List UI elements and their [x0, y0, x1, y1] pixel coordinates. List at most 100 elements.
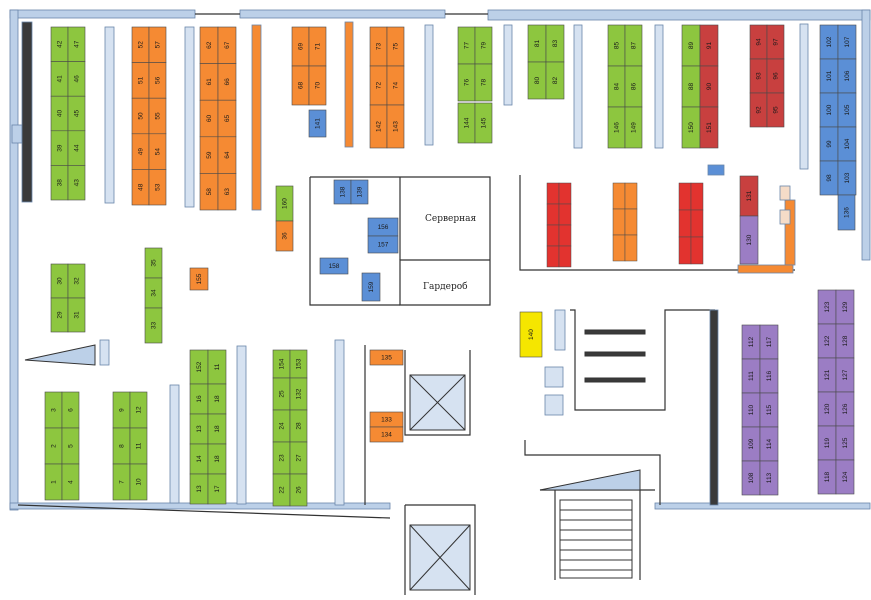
small-plot[interactable]: [690, 182, 704, 211]
plot-number: 46: [74, 75, 81, 83]
small-plot[interactable]: [612, 208, 626, 236]
small-plot[interactable]: [546, 182, 560, 205]
plot-number: 43: [74, 179, 81, 187]
plot-number: 125: [842, 437, 849, 448]
plot-number: 107: [844, 36, 851, 47]
stair-lines: [24, 329, 646, 591]
plot-10[interactable]: [129, 463, 148, 501]
plot-number: 153: [296, 358, 303, 369]
plot-number: 111: [748, 371, 755, 381]
plot-63[interactable]: [217, 173, 237, 211]
plot-number: 11: [136, 442, 143, 449]
plot-130[interactable]: [739, 215, 759, 265]
plot-number: 81: [534, 40, 541, 48]
room-label-wardrobe: Гардероб: [423, 281, 468, 292]
small-plot[interactable]: [678, 209, 692, 238]
plot-number: 149: [631, 122, 638, 133]
plot-26[interactable]: [289, 473, 308, 507]
plot-number: 74: [393, 82, 400, 90]
plot-number: 68: [298, 82, 305, 90]
plot-number: 91: [706, 42, 713, 50]
small-plot[interactable]: [678, 182, 692, 211]
plot-number: 27: [296, 454, 303, 462]
plot-number: 26: [296, 486, 303, 494]
plot-36[interactable]: [275, 220, 294, 252]
small-plot[interactable]: [546, 224, 560, 247]
plot-number: 10: [136, 478, 143, 486]
plot-157[interactable]: [367, 235, 399, 254]
plot-number: 56: [155, 76, 162, 84]
plot-number: 41: [57, 75, 64, 83]
plot-number: 76: [464, 79, 471, 87]
plot-number: 102: [826, 36, 833, 47]
plot-143[interactable]: [386, 104, 405, 149]
small-plot[interactable]: [624, 208, 638, 236]
plot-number: 34: [151, 289, 158, 297]
plot-124[interactable]: [835, 459, 855, 495]
plot-number: 69: [298, 43, 305, 51]
small-plots-layer: [546, 182, 704, 268]
plot-number: 30: [57, 277, 64, 285]
plot-159[interactable]: [361, 272, 381, 302]
plot-number: 2: [51, 444, 58, 448]
plot-number: 22: [279, 486, 286, 494]
small-plot[interactable]: [558, 245, 572, 268]
plot-number: 70: [315, 82, 322, 90]
plot-135[interactable]: [369, 349, 404, 366]
plot-number: 61: [206, 78, 213, 86]
plot-139[interactable]: [350, 179, 369, 205]
plot-number: 136: [844, 207, 851, 218]
plot-82[interactable]: [545, 61, 565, 100]
plot-number: 1: [51, 480, 58, 484]
plot-number: 83: [552, 40, 559, 48]
plot-number: 87: [631, 42, 638, 50]
plot-number: 18: [214, 395, 221, 403]
small-plot[interactable]: [558, 224, 572, 247]
small-plot[interactable]: [558, 182, 572, 205]
plot-4[interactable]: [61, 463, 80, 501]
plot-151[interactable]: [699, 106, 719, 149]
plot-number: 119: [824, 437, 831, 448]
plot-149[interactable]: [624, 106, 643, 149]
small-plot[interactable]: [678, 236, 692, 265]
plot-number: 75: [393, 43, 400, 51]
plot-number: 40: [57, 110, 64, 118]
plot-number: 105: [844, 104, 851, 115]
plot-78[interactable]: [474, 63, 493, 102]
small-plot[interactable]: [624, 234, 638, 262]
plot-145[interactable]: [474, 102, 493, 144]
plot-number: 3: [51, 408, 58, 412]
plot-31[interactable]: [67, 297, 86, 333]
plot-number: 57: [155, 41, 162, 49]
plot-number: 116: [766, 370, 773, 381]
plot-113[interactable]: [759, 460, 779, 496]
plot-155[interactable]: [189, 267, 209, 291]
plot-158[interactable]: [319, 257, 349, 275]
plot-141[interactable]: [308, 109, 327, 138]
plot-number: 99: [826, 140, 833, 148]
small-plot[interactable]: [690, 209, 704, 238]
small-plot[interactable]: [546, 245, 560, 268]
plot-136[interactable]: [837, 194, 856, 231]
plot-43[interactable]: [67, 165, 86, 201]
plot-140[interactable]: [519, 311, 543, 358]
plot-number: 128: [842, 335, 849, 346]
plot-number: 95: [773, 106, 780, 114]
small-plot[interactable]: [612, 234, 626, 262]
plot-33[interactable]: [144, 307, 163, 344]
plot-number: 45: [74, 110, 81, 118]
plot-number: 33: [151, 322, 158, 330]
plot-number: 115: [766, 404, 773, 415]
plot-95[interactable]: [766, 92, 785, 128]
small-plot[interactable]: [546, 203, 560, 226]
small-plot[interactable]: [612, 182, 626, 210]
small-plot[interactable]: [690, 236, 704, 265]
plot-number: 158: [329, 263, 340, 270]
plot-53[interactable]: [148, 169, 167, 206]
plot-70[interactable]: [308, 65, 327, 106]
plot-number: 121: [824, 369, 831, 380]
plot-134[interactable]: [369, 426, 404, 443]
small-plot[interactable]: [558, 203, 572, 226]
plot-17[interactable]: [207, 473, 227, 505]
small-plot[interactable]: [624, 182, 638, 210]
